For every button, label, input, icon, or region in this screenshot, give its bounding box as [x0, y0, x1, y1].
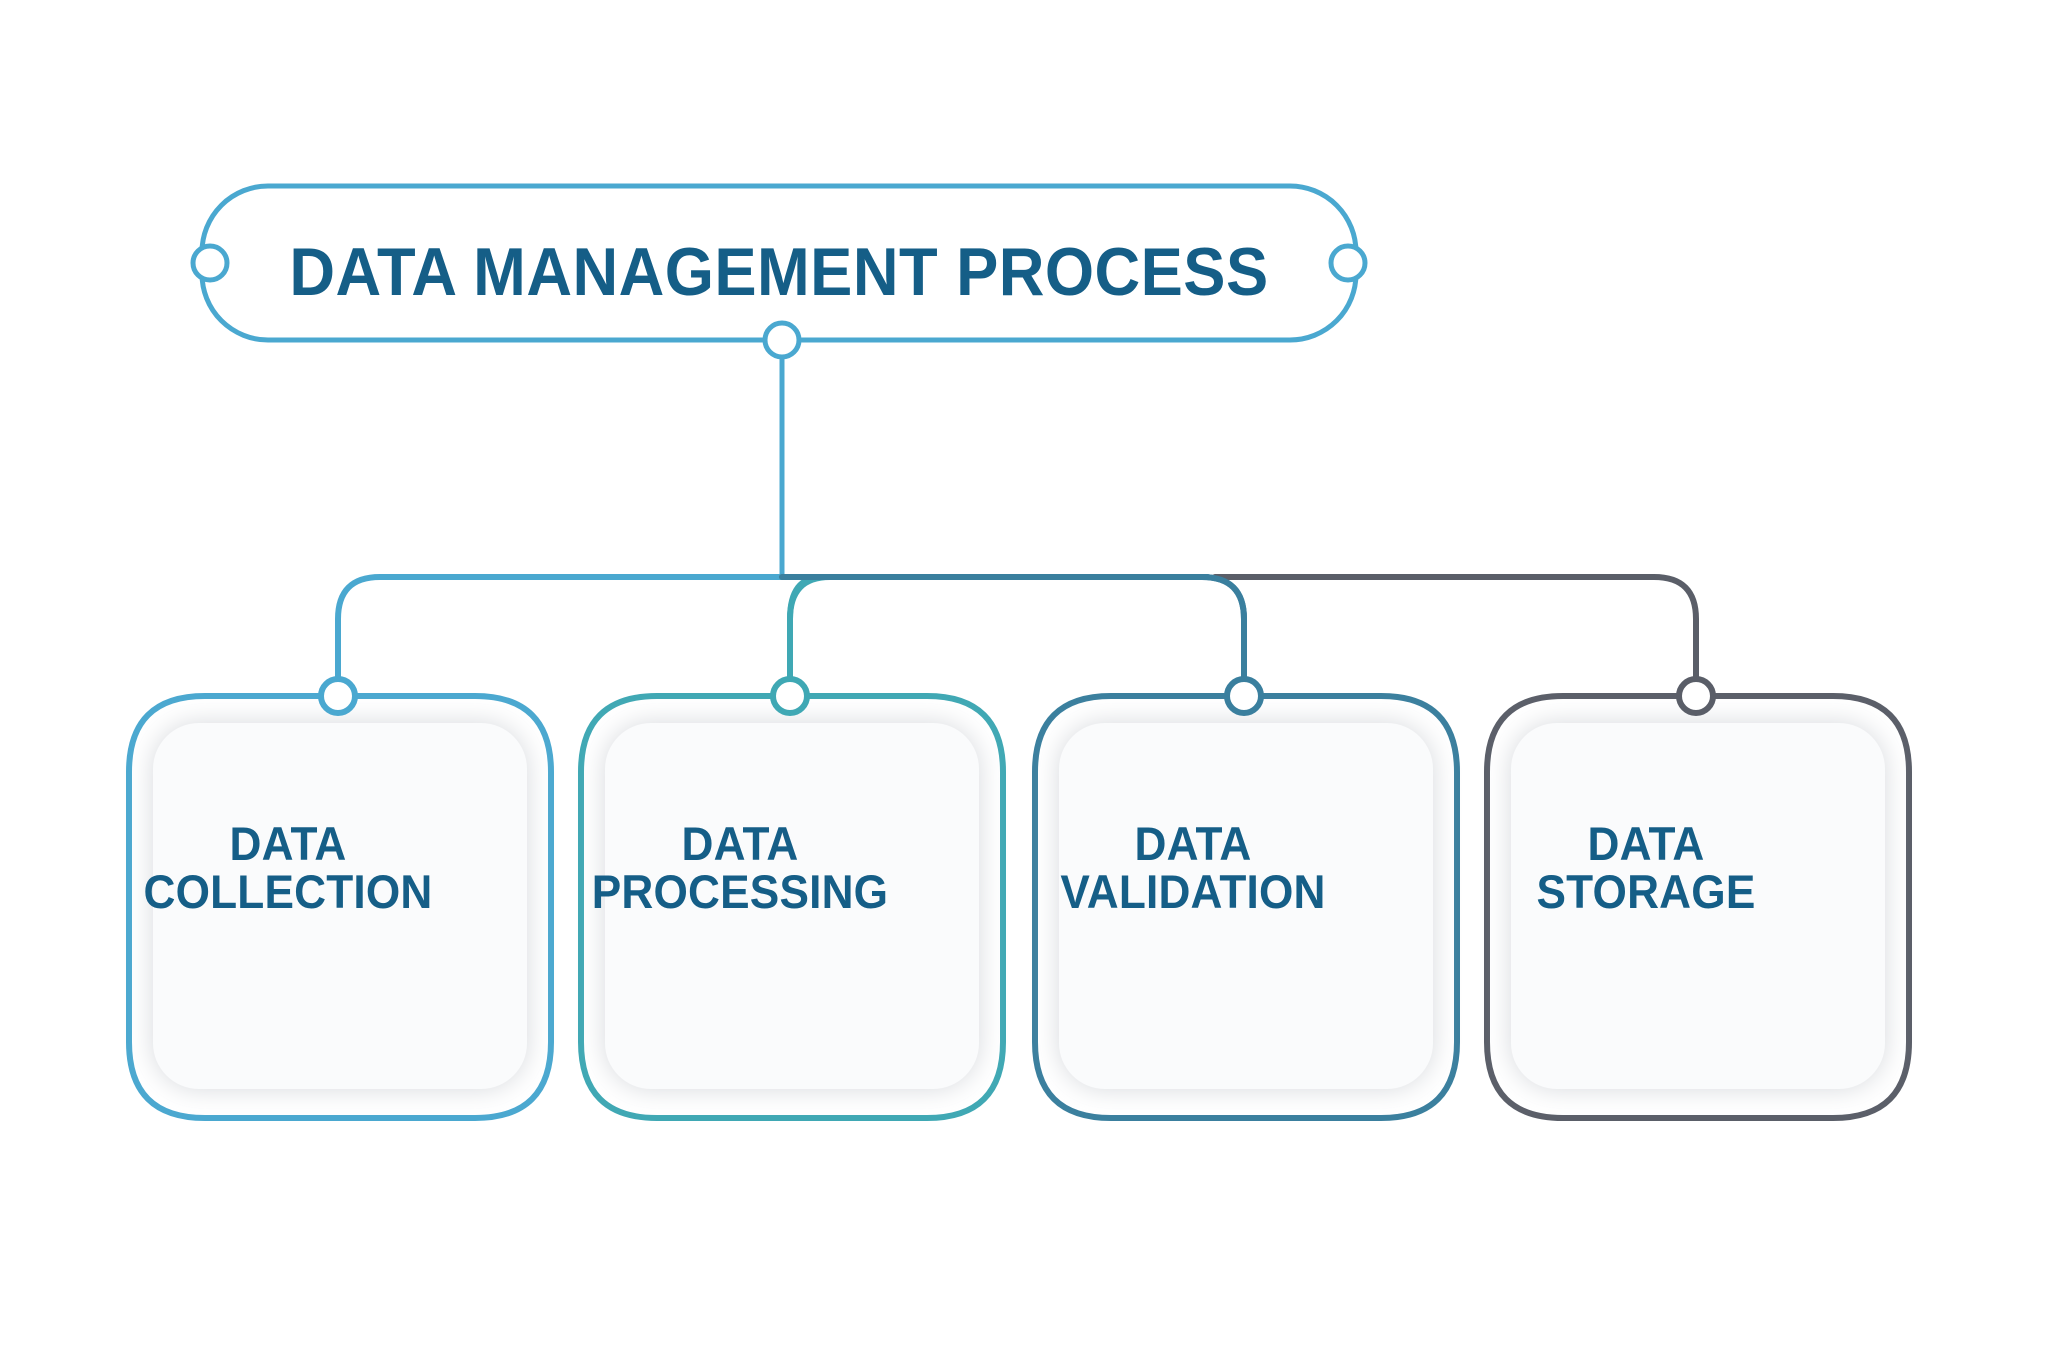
circle-connector-icon-title-left — [190, 243, 230, 283]
branch-path-1 — [335, 574, 785, 699]
process-node-1[interactable] — [126, 676, 554, 1121]
node-label-data-collection: DATA COLLECTION — [138, 820, 439, 916]
process-node-2[interactable] — [578, 676, 1006, 1121]
node-label-line2: STORAGE — [1536, 864, 1756, 918]
circle-connector-icon-node-1 — [318, 676, 358, 716]
node-label-data-validation: DATA VALIDATION — [1043, 820, 1344, 916]
branch-path-4 — [1212, 574, 1699, 699]
page-title: DATA MANAGEMENT PROCESS — [289, 234, 1269, 310]
node-label-line2: COLLECTION — [143, 864, 433, 918]
node-card-4 — [1511, 723, 1885, 1089]
node-outline-1 — [126, 693, 554, 1121]
node-card-2 — [605, 723, 979, 1089]
circle-connector-icon-title-bottom — [762, 320, 802, 360]
circle-connector-icon-node-4 — [1676, 676, 1716, 716]
node-label-line1: DATA — [1134, 817, 1252, 870]
node-outline-3 — [1032, 693, 1460, 1121]
circle-connector-icon-node-2 — [770, 676, 810, 716]
process-node-4[interactable] — [1484, 676, 1912, 1121]
branch-connector-1 — [335, 574, 785, 699]
node-label-line2: VALIDATION — [1060, 864, 1326, 918]
branch-connector-4 — [1212, 574, 1699, 699]
branch-path-3-overlay — [1199, 574, 1247, 699]
branch-connector-3 — [779, 574, 1247, 699]
node-card-1 — [153, 723, 527, 1089]
node-outline-4 — [1484, 693, 1912, 1121]
title-banner — [190, 183, 1368, 360]
node-label-line2: PROCESSING — [591, 864, 889, 918]
circle-connector-icon-node-3 — [1224, 676, 1264, 716]
node-label-data-processing: DATA PROCESSING — [590, 820, 891, 916]
node-label-data-storage: DATA STORAGE — [1496, 820, 1797, 916]
branch-path-3 — [779, 574, 1247, 699]
node-outline-2 — [578, 693, 1006, 1121]
process-node-3[interactable] — [1032, 676, 1460, 1121]
node-label-line1: DATA — [229, 817, 347, 870]
circle-connector-icon-title-right — [1328, 243, 1368, 283]
node-label-line1: DATA — [1587, 817, 1705, 870]
node-card-3 — [1059, 723, 1433, 1089]
node-label-line1: DATA — [681, 817, 799, 870]
